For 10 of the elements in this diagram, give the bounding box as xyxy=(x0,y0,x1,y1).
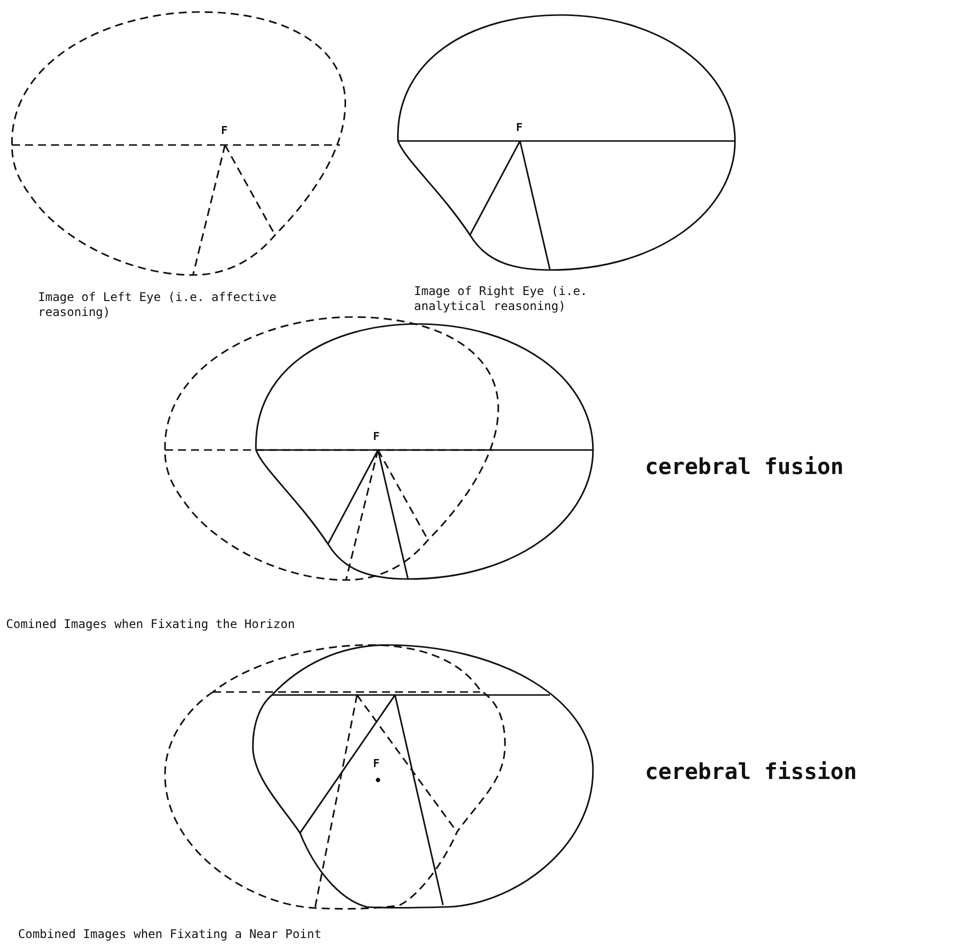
figure-caption: Image of Right Eye (i.e. analytical reasoning) xyxy=(414,284,588,314)
annotation-text: cerebral fission xyxy=(645,760,857,785)
figure-caption: Combined Images when Fixating a Near Point xyxy=(18,927,322,942)
point-label: F xyxy=(373,430,380,443)
figure-caption: Comined Images when Fixating the Horizon xyxy=(6,617,295,632)
point-label: F xyxy=(373,757,380,770)
annotation-text: cerebral fusion xyxy=(645,455,844,480)
figure-caption: Image of Left Eye (i.e. affective reasoning) xyxy=(38,290,278,320)
point-label: F xyxy=(516,121,523,134)
point-label: F xyxy=(221,124,228,137)
